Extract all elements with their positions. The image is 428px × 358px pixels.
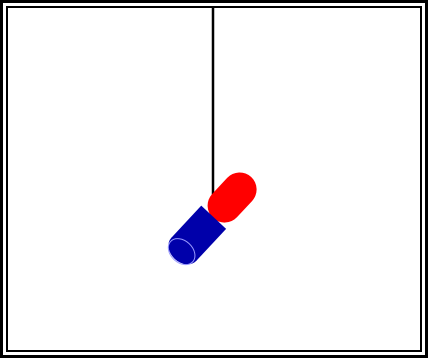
pendulum-scene	[0, 0, 428, 358]
